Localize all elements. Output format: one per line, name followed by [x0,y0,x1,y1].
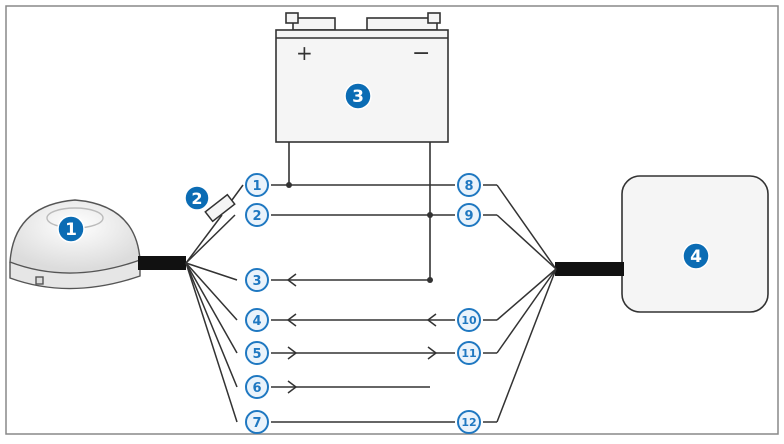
wire-10-branch [496,268,557,321]
wire-badge-12-circle [457,410,481,434]
arrow-wire-10 [426,313,437,327]
wire-badge-11-circle [457,341,481,365]
device-cable [555,262,624,276]
wire-badge-2: 2 [245,203,269,227]
wire-badge-5-label: 5 [252,347,261,362]
wire-badge-3-label: 3 [252,274,261,289]
battery-terminal-positive [285,12,299,24]
wire-badge-9-label: 9 [464,209,473,224]
badge-antenna-label: 1 [65,220,77,240]
wire-badge-6-circle [245,375,269,399]
wire-badge-8-circle [457,173,481,197]
wire-badge-6-label: 6 [252,381,261,396]
fuse [204,193,236,223]
wire-6-branch [185,262,238,388]
wire-badge-5: 5 [245,341,269,365]
wire-badge-12: 12 [457,410,481,434]
badge-fuse-label: 2 [191,189,202,208]
battery [275,12,449,143]
badge-device: 4 [682,242,710,270]
wire-badge-3: 3 [245,268,269,292]
wire-badge-8: 8 [457,173,481,197]
wire-badge-7-circle [245,410,269,434]
wire-badge-10-label: 10 [461,314,477,327]
wire-badge-1-label: 1 [252,179,261,194]
wire-4-branch [185,262,238,321]
wire-badge-6: 6 [245,375,269,399]
left-harness [185,184,244,423]
badge-battery-circle [344,82,372,110]
fuse-body [204,193,236,223]
wire-badge-2-circle [245,203,269,227]
wire-badge-8-label: 8 [464,179,473,194]
wire-1-branch [185,214,223,264]
arrow-wire-4-left [286,313,297,327]
arrow-wire-3 [286,273,297,287]
arrow-wire-5 [287,346,298,360]
wire-badge-1: 1 [245,173,269,197]
wire-7-branch [185,262,238,423]
wire-badge-5-circle [245,341,269,365]
wire-badge-3-circle [245,268,269,292]
wire-badge-11-label: 11 [461,347,476,360]
battery-terminal-negative [427,12,441,24]
wire-badge-11: 11 [457,341,481,365]
wire-badge-7: 7 [245,410,269,434]
wire-badge-4-label: 4 [252,314,261,329]
wire-badge-10-circle [457,308,481,332]
wire-badge-2-label: 2 [252,209,261,224]
wire-9-branch [496,214,557,270]
right-harness [483,184,557,423]
battery-negative-sign: − [412,41,430,66]
wire-badge-12-label: 12 [461,416,476,429]
wire-12-branch [496,268,557,423]
battery-post-base-left [292,17,336,31]
arrow-wire-11 [427,346,438,360]
wire-11-branch [496,268,557,354]
wire-2-branch [185,214,236,264]
battery-positive-sign: + [296,41,313,65]
antenna-connector [35,276,44,285]
badge-fuse: 2 [184,185,210,211]
direction-arrows [286,273,438,394]
wire-badge-1-circle [245,173,269,197]
battery-leads [288,142,431,280]
wire-badge-7-label: 7 [252,416,261,431]
wire-badge-4-circle [245,308,269,332]
wire-badge-10: 10 [457,308,481,332]
badge-antenna-circle [57,215,85,243]
horizontal-wires [271,184,455,423]
badge-fuse-circle [184,185,210,211]
wire-badge-4: 4 [245,308,269,332]
wire-8-branch [496,184,557,270]
battery-post-base-right [366,17,438,31]
badge-battery: 3 [344,82,372,110]
wire-1-fuse-lead [231,184,244,201]
badge-antenna: 1 [57,215,85,243]
wire-3-branch [185,262,238,281]
badge-device-circle [682,242,710,270]
wire-badge-9: 9 [457,203,481,227]
badge-device-label: 4 [690,247,702,267]
arrow-wire-6 [287,380,298,394]
antenna-cable [138,256,186,270]
wire-badge-9-circle [457,203,481,227]
badge-battery-label: 3 [352,87,364,107]
wire-5-branch [185,262,238,354]
